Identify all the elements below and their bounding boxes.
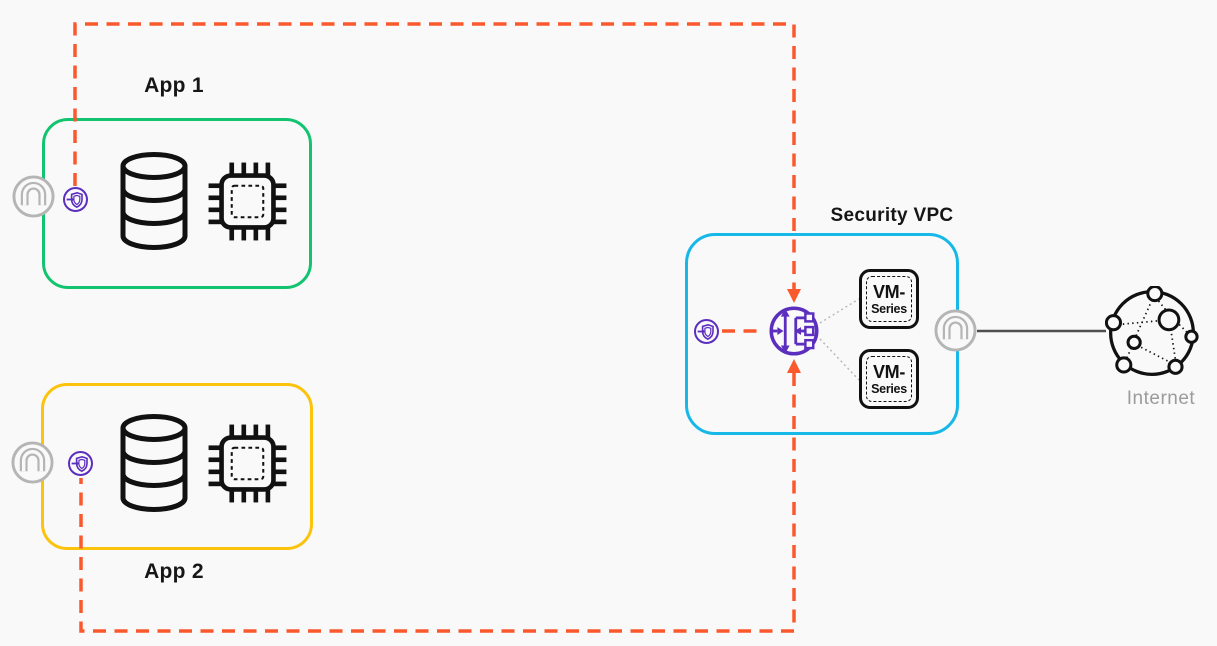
vm-series-label-line1: VM-	[872, 281, 906, 302]
vm-series-label-line1: VM-	[872, 361, 906, 382]
vm-series-inner-border: VM- Series	[866, 356, 912, 402]
compute-icon	[208, 424, 287, 503]
network-interface-icon	[12, 175, 55, 218]
database-icon	[120, 152, 188, 250]
vm-series-inner-border: VM- Series	[866, 276, 912, 322]
vm-series-label-line2: Series	[871, 301, 907, 316]
internet-icon	[1105, 286, 1199, 377]
gwlb-endpoint-icon	[63, 187, 88, 212]
gateway-load-balancer-icon	[769, 306, 819, 356]
database-icon	[120, 414, 188, 512]
compute-icon	[208, 162, 287, 241]
vm-series-firewall-2: VM- Series	[859, 349, 919, 409]
vm-series-label-line2: Series	[871, 381, 907, 396]
internet-label: Internet	[1126, 388, 1196, 409]
network-interface-icon	[11, 441, 54, 484]
security-vpc-label: Security VPC	[830, 205, 954, 226]
gwlb-endpoint-icon	[68, 451, 93, 476]
security-vpc-box	[685, 233, 959, 435]
app1-label: App 1	[144, 74, 204, 97]
app2-label: App 2	[144, 560, 204, 583]
gwlb-endpoint-icon	[694, 319, 719, 344]
vm-series-firewall-1: VM- Series	[859, 269, 919, 329]
network-interface-icon	[934, 309, 977, 352]
